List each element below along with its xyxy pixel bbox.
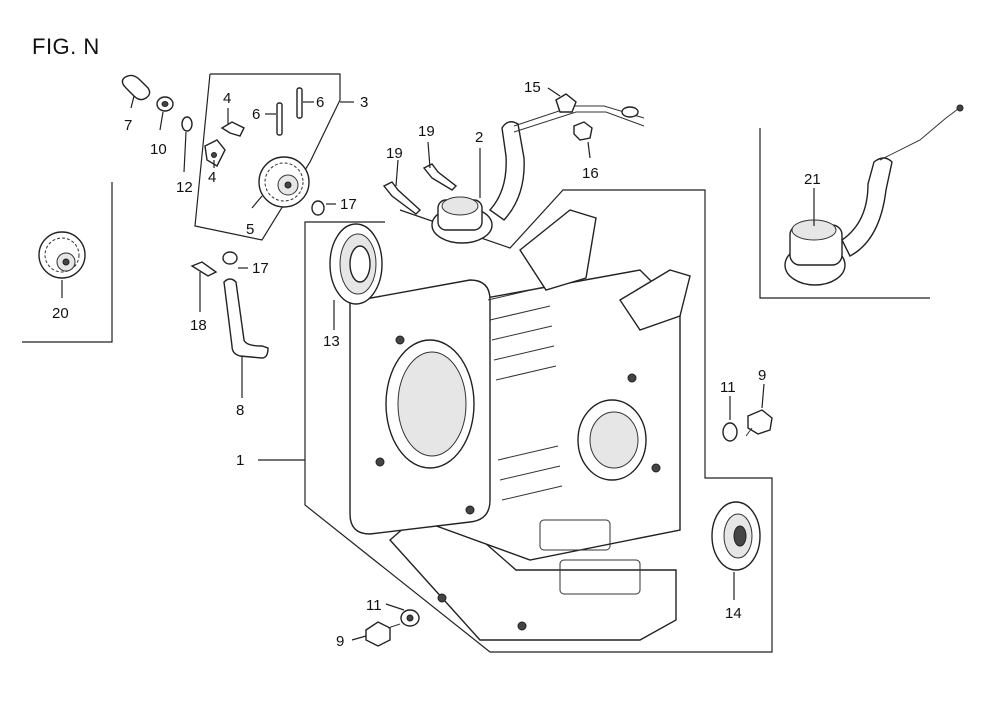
callout-13: 13 xyxy=(323,333,340,350)
callout-10: 10 xyxy=(150,141,167,158)
callout-labels: 1 2 3 4 4 5 6 6 7 8 9 9 10 11 11 12 13 1… xyxy=(52,79,821,650)
part-11-washer-right[interactable] xyxy=(722,422,738,442)
callout-3: 3 xyxy=(360,94,368,111)
callout-14: 14 xyxy=(725,605,742,622)
part-21-oil-sensor[interactable] xyxy=(784,104,964,286)
part-6-pin-left[interactable] xyxy=(276,102,283,136)
part-17-washer-upper[interactable] xyxy=(311,200,325,216)
callout-7: 7 xyxy=(124,117,132,134)
part-1-crankcase[interactable] xyxy=(349,209,691,641)
callout-5: 5 xyxy=(246,221,254,238)
callout-4-upper: 4 xyxy=(223,90,231,107)
part-9-bolt-lower[interactable] xyxy=(365,621,401,647)
part-16-nut[interactable] xyxy=(573,121,593,141)
callout-19-upper: 19 xyxy=(418,123,435,140)
callout-11-right: 11 xyxy=(720,379,736,396)
part-5-gear[interactable] xyxy=(258,156,310,208)
part-2-oil-sensor[interactable] xyxy=(431,105,645,244)
callout-9-right: 9 xyxy=(758,367,766,384)
part-12-ring[interactable] xyxy=(181,116,193,132)
part-11-washer-lower[interactable] xyxy=(400,609,420,627)
callout-6-right: 6 xyxy=(316,94,324,111)
callout-1: 1 xyxy=(236,452,244,469)
group-outline-crankcase xyxy=(304,189,773,653)
callout-8: 8 xyxy=(236,402,244,419)
figure-title: FIG. N xyxy=(32,34,100,59)
part-10-washer[interactable] xyxy=(156,96,174,112)
part-4-clip-lower[interactable] xyxy=(204,139,226,167)
callout-19-lower: 19 xyxy=(386,145,403,162)
callout-2: 2 xyxy=(475,129,483,146)
callout-17-upper: 17 xyxy=(340,196,357,213)
part-18-clip[interactable] xyxy=(190,261,218,277)
part-19-screw-lower[interactable] xyxy=(382,181,422,215)
part-9-bolt-right[interactable] xyxy=(745,409,773,437)
callout-15: 15 xyxy=(524,79,541,96)
part-15-cable-clamp[interactable] xyxy=(555,93,639,118)
callout-17-lower: 17 xyxy=(252,260,269,277)
callout-20: 20 xyxy=(52,305,69,322)
part-14-oil-seal[interactable] xyxy=(711,501,761,571)
group-outline-3 xyxy=(194,73,341,241)
callout-6-left: 6 xyxy=(252,106,260,123)
part-13-bearing[interactable] xyxy=(329,223,383,305)
callout-12: 12 xyxy=(176,179,193,196)
part-4-clip-upper[interactable] xyxy=(220,121,245,137)
part-7-bolt[interactable] xyxy=(121,74,151,101)
callout-11-lower: 11 xyxy=(366,597,382,614)
group-outline-20 xyxy=(22,182,113,343)
callout-4-lower: 4 xyxy=(208,169,216,186)
callout-9-lower: 9 xyxy=(336,633,344,650)
part-19-screw-upper[interactable] xyxy=(422,163,458,191)
part-6-pin-right[interactable] xyxy=(296,87,303,119)
callout-16: 16 xyxy=(582,165,599,182)
leader-lines xyxy=(61,87,815,641)
part-8-tube[interactable] xyxy=(223,278,269,359)
callout-18: 18 xyxy=(190,317,207,334)
callout-21: 21 xyxy=(804,171,821,188)
part-17-washer-lower[interactable] xyxy=(222,251,238,265)
group-outline-21 xyxy=(759,128,930,299)
part-20-gear[interactable] xyxy=(38,231,86,279)
